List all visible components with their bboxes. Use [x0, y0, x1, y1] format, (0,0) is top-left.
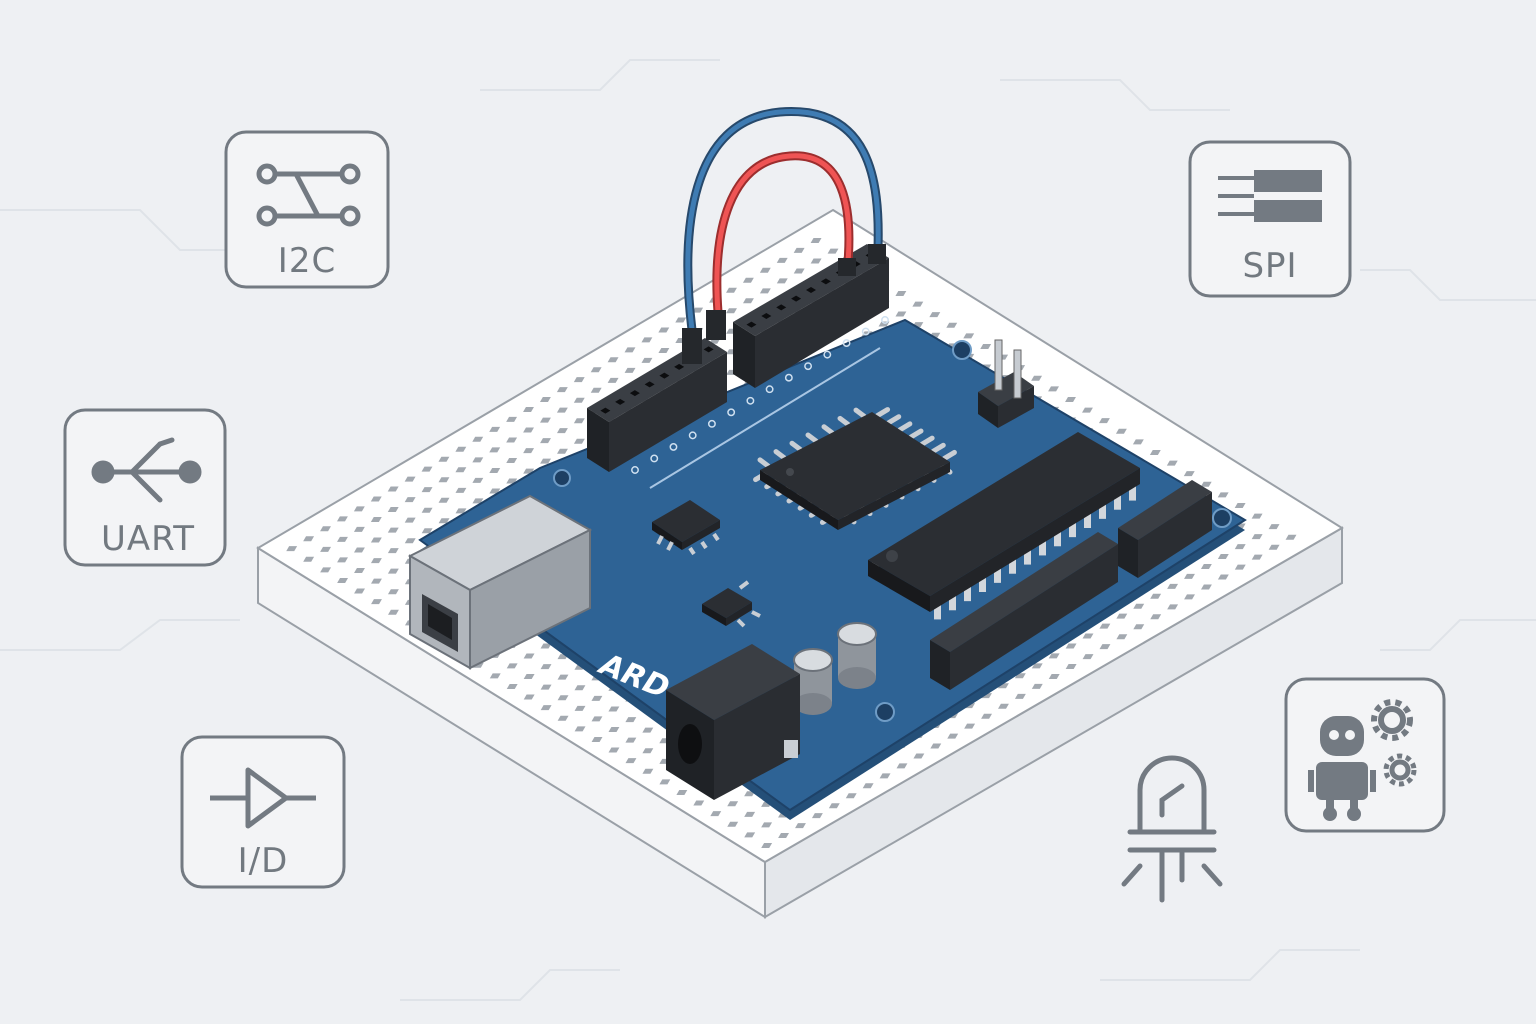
robot-badge: [1284, 677, 1446, 833]
i2c-icon: [256, 163, 361, 227]
silkscreen-line: [649, 347, 881, 489]
uart-badge: UART: [63, 408, 227, 567]
capacitors: [793, 622, 877, 715]
qfp-microcontroller: [753, 407, 957, 530]
usb-port: [407, 494, 593, 670]
i2c-badge: I2C: [224, 130, 390, 289]
voltage-regulator: [702, 580, 761, 628]
mounting-holes: [553, 340, 1232, 722]
i2c-label: I2C: [278, 241, 336, 281]
uart-label: UART: [101, 519, 195, 559]
pin-labels-dots: [631, 316, 889, 474]
io-label: I/D: [238, 841, 289, 881]
icsp-pin-header: [978, 339, 1034, 428]
jumper-wires: [682, 107, 886, 364]
arduino-board: ARD: [407, 107, 1247, 820]
robot-gears-icon: [1308, 699, 1417, 821]
spi-icon: [1218, 170, 1322, 222]
gear-icon: [1371, 699, 1417, 787]
buffer-gate-icon: [210, 767, 316, 829]
spi-badge: SPI: [1188, 140, 1352, 298]
io-badge: I/D: [180, 735, 346, 889]
analog-header: [930, 532, 1118, 690]
soic-chip-1: [652, 500, 720, 556]
usb-symbol-icon: [91, 437, 202, 503]
background-traces: [0, 59, 1536, 1001]
power-jack: [666, 644, 800, 800]
spi-label: SPI: [1242, 246, 1297, 286]
led-icon: [1121, 755, 1223, 903]
dip-microcontroller: [868, 432, 1140, 620]
power-header: [1118, 480, 1212, 578]
